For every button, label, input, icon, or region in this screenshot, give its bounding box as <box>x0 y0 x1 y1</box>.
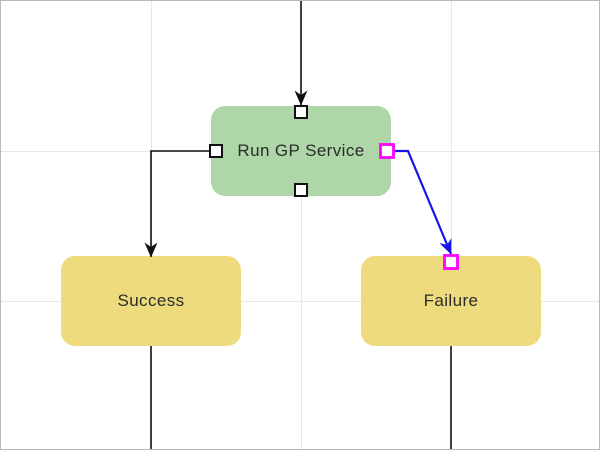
node-failure[interactable]: Failure <box>361 256 541 346</box>
run-gp-service-port-bottom[interactable] <box>294 183 308 197</box>
node-success[interactable]: Success <box>61 256 241 346</box>
edge-run-gp-service-to-failure[interactable] <box>394 149 453 255</box>
run-gp-service-port-left[interactable] <box>209 144 223 158</box>
node-run-gp-service[interactable]: Run GP Service <box>211 106 391 196</box>
node-success-label: Success <box>117 291 185 310</box>
failure-port-top[interactable] <box>443 254 459 270</box>
node-failure-label: Failure <box>423 291 479 310</box>
node-run-gp-service-label: Run GP Service <box>237 141 365 160</box>
run-gp-service-port-top[interactable] <box>294 105 308 119</box>
run-gp-service-port-right[interactable] <box>379 143 395 159</box>
edge-run-gp-service-to-success[interactable] <box>144 150 210 258</box>
